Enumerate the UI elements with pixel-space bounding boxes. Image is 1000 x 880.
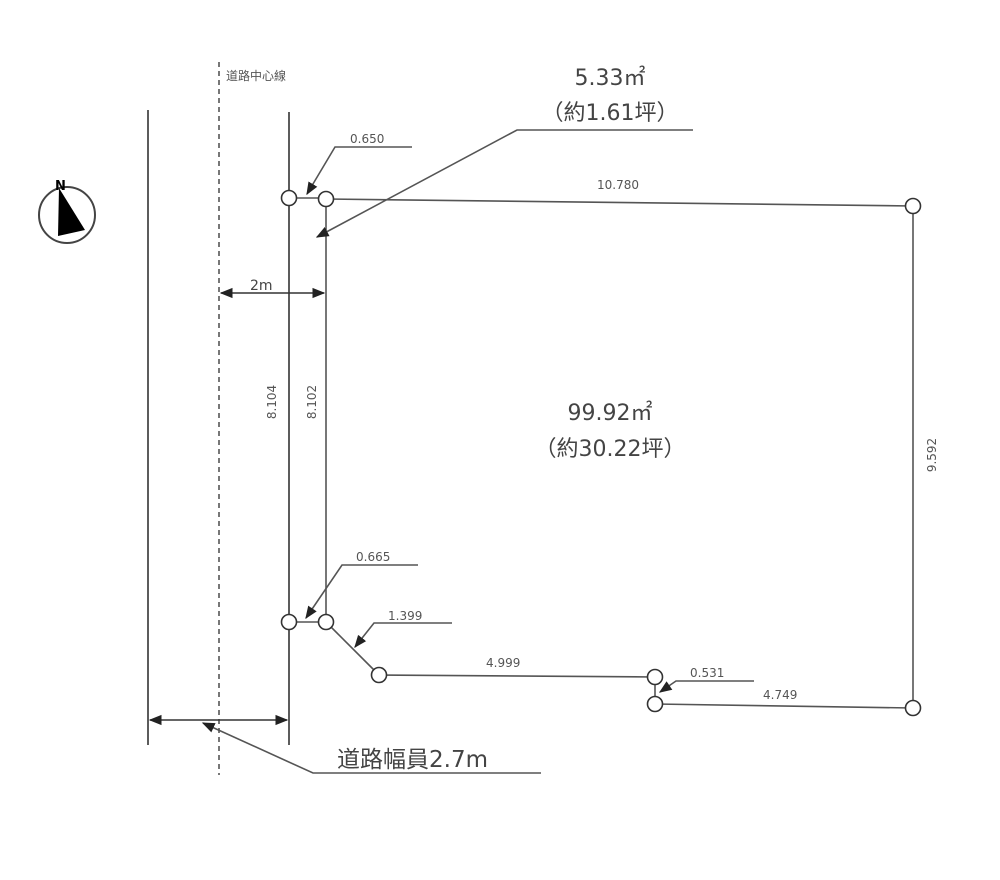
bottom-mid-edge [378, 674, 656, 678]
left-inner-dimension: 8.102 [305, 385, 319, 419]
road-centerline-label: 道路中心線 [226, 68, 286, 83]
setback-width-label: 2m [250, 278, 273, 294]
top-offset-leader [306, 146, 412, 196]
diagonal-dimension: 1.399 [388, 609, 422, 623]
road-width-label: 道路幅員2.7m [337, 747, 488, 773]
boundary-point [904, 197, 922, 215]
diagonal-edge [325, 621, 380, 676]
bottom-mid-dimension: 4.999 [486, 656, 520, 670]
top-edge-dimension: 10.780 [597, 178, 639, 192]
setback-area-leader [315, 129, 693, 238]
step-leader [658, 680, 754, 693]
boundary-point [280, 613, 298, 631]
bottom-offset-dimension: 0.665 [356, 550, 390, 564]
boundary-point [646, 695, 664, 713]
road-width-leader [201, 722, 541, 774]
lot-area-sqm: 99.92㎡ [568, 400, 653, 426]
diagonal-leader [354, 622, 452, 649]
boundary-point [904, 699, 922, 717]
bottom-right-dimension: 4.749 [763, 688, 797, 702]
setback-area-tsubo: （約1.61坪） [542, 101, 679, 126]
bottom-offset-leader [305, 564, 418, 620]
boundary-point [646, 668, 664, 686]
left-outer-dimension: 8.104 [265, 385, 279, 419]
bottom-right-edge [654, 703, 914, 709]
right-edge-dimension: 9.592 [925, 438, 939, 472]
boundary-point [280, 189, 298, 207]
lot-area-tsubo: （約30.22坪） [535, 437, 686, 462]
setback-area-sqm: 5.33㎡ [575, 65, 646, 91]
step-dimension: 0.531 [690, 666, 724, 680]
boundary-point [370, 666, 388, 684]
top-offset-dimension: 0.650 [350, 132, 384, 146]
north-label: N [55, 179, 66, 194]
boundary-point [317, 613, 335, 631]
north-arrow-icon: N [38, 179, 96, 244]
boundary-point [317, 190, 335, 208]
top-edge [325, 198, 914, 207]
